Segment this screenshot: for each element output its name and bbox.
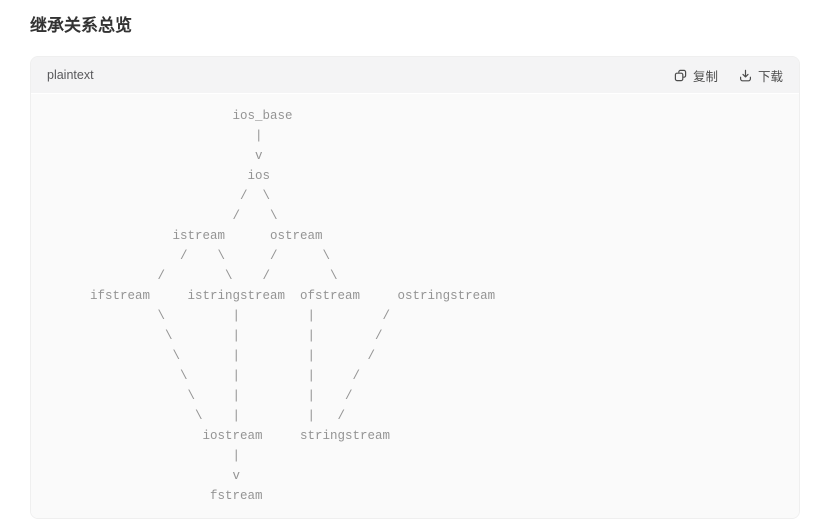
code-block-card: plaintext 复制 下载 — [30, 56, 800, 519]
copy-button[interactable]: 复制 — [673, 66, 718, 85]
code-block-header: plaintext 复制 下载 — [31, 57, 799, 94]
code-language-label: plaintext — [47, 68, 94, 82]
code-block-body: ios_base | v ios / \ / \ istream ostream — [31, 94, 799, 518]
download-button-label: 下载 — [757, 69, 783, 84]
code-block-actions: 复制 下载 — [673, 66, 783, 85]
download-button[interactable]: 下载 — [738, 66, 783, 85]
page-title: 继承关系总览 — [30, 16, 132, 35]
code-content: ios_base | v ios / \ / \ istream ostream — [90, 109, 496, 503]
copy-button-label: 复制 — [692, 69, 718, 84]
download-icon — [738, 68, 753, 83]
copy-icon — [673, 68, 688, 83]
